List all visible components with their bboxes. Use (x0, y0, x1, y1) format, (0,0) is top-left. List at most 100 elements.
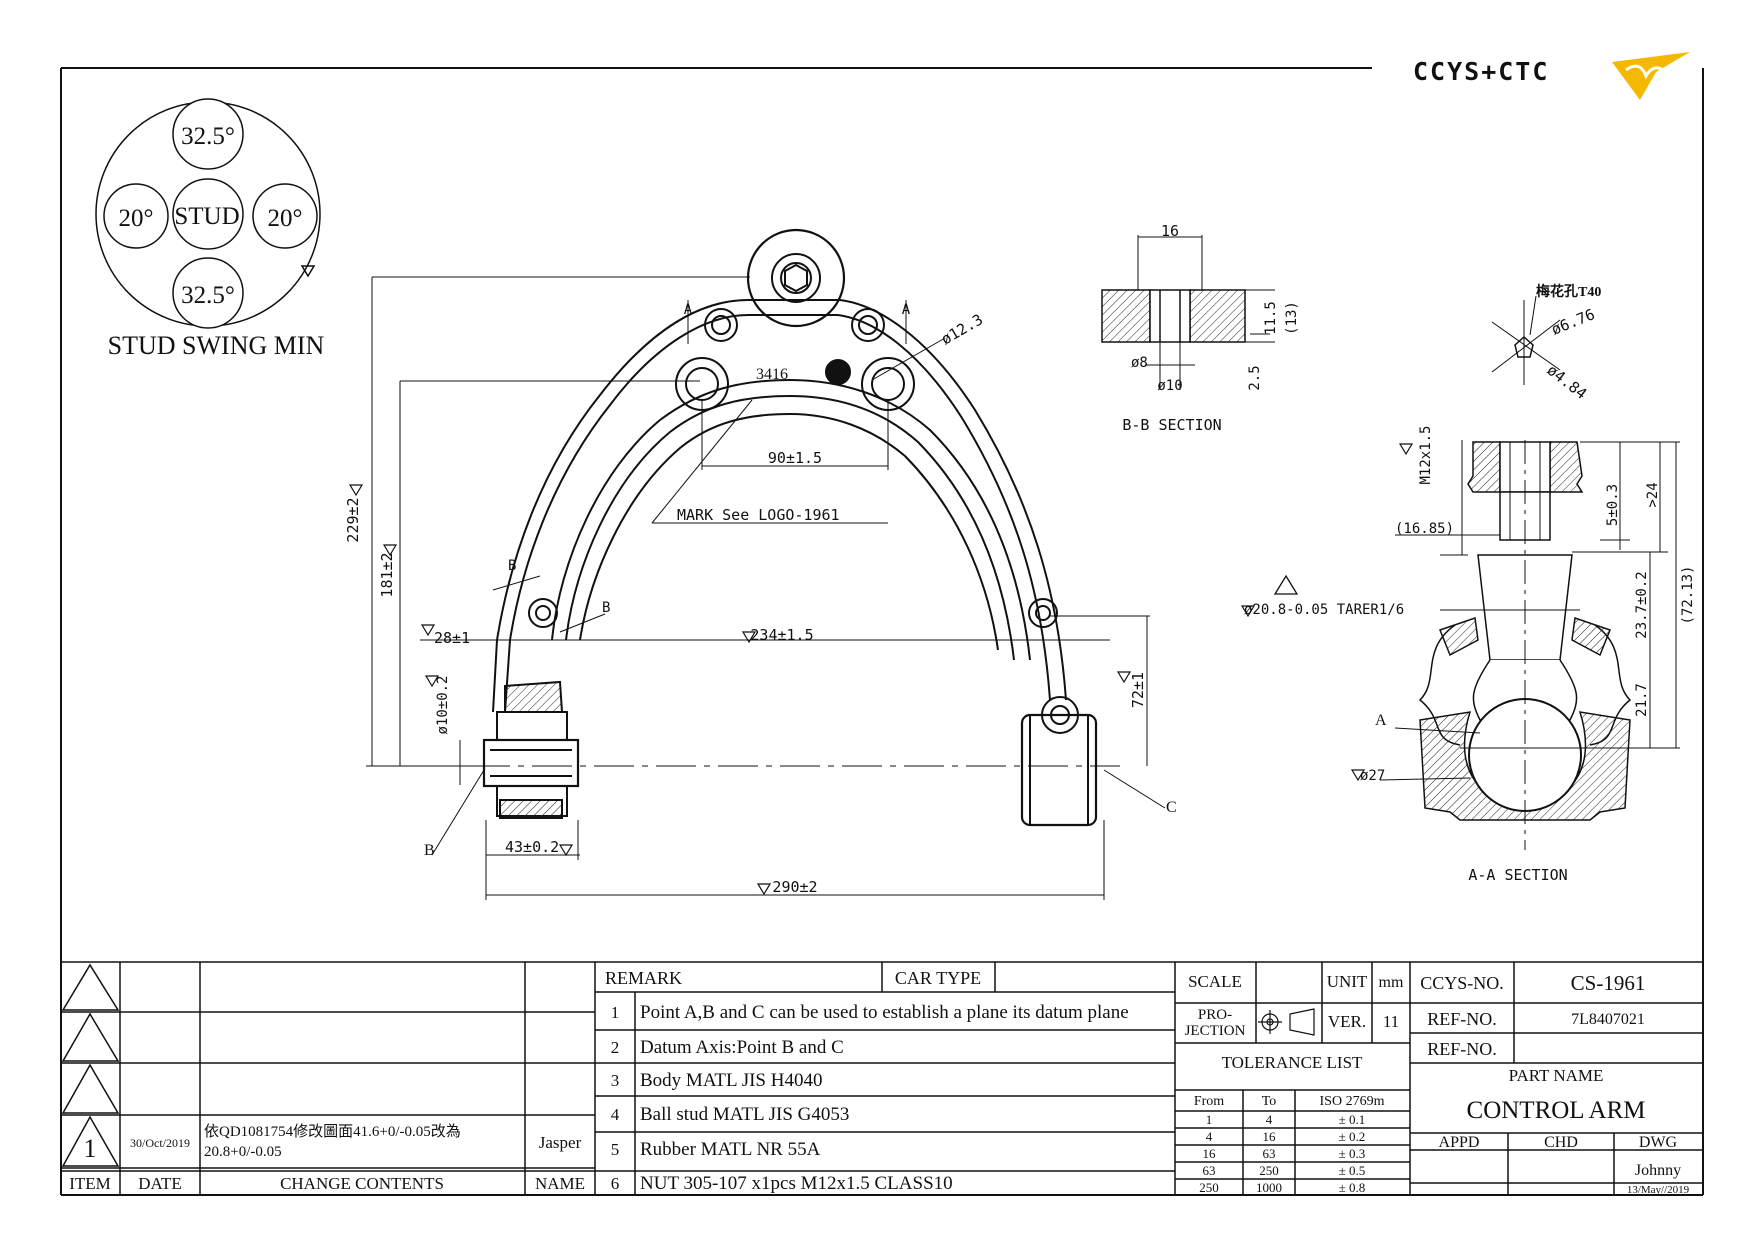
dim-28: 28±1 (434, 629, 470, 647)
aa-dim-24: >24 (1645, 482, 1661, 507)
bb-dim-16: 16 (1161, 222, 1179, 240)
unit-value: mm (1379, 974, 1404, 991)
bb-section-view (1101, 235, 1275, 390)
revision-triangles (61, 963, 120, 1167)
remarks-table: REMARK CAR TYPE 1 Point A,B and C can be… (605, 968, 1129, 1194)
title-block-grid (61, 961, 1703, 1195)
ver-label: VER. (1328, 1012, 1366, 1031)
remark-text: NUT 305-107 x1pcs M12x1.5 CLASS10 (640, 1173, 953, 1194)
bb-section-title: B-B SECTION (1122, 416, 1221, 434)
section-a-right: A (902, 302, 911, 318)
datum-point-b: B (424, 842, 435, 859)
chd-label: CHD (1544, 1134, 1578, 1151)
tol-value: ± 0.2 (1339, 1129, 1366, 1144)
warning-triangle-icon (1273, 574, 1299, 595)
revision-date: 30/Oct/2019 (130, 1136, 190, 1150)
revision-change-line1: 依QD1081754修改圖面41.6+0/-0.05改為 (204, 1123, 461, 1140)
unit-label: UNIT (1327, 972, 1368, 991)
header-change-contents: CHANGE CONTENTS (280, 1174, 444, 1193)
projection-label-line2: JECTION (1185, 1023, 1246, 1039)
title-block-left: SCALE UNIT mm PRO- JECTION VER. 11 TOLER… (1185, 972, 1404, 1195)
datum-point-c: C (1166, 799, 1177, 816)
section-b-lower: B (602, 600, 610, 616)
aa-section-labels: M12x1.5 (16.85) 5±0.3 >24 23.7±0.2 (72.1… (1244, 425, 1696, 884)
aa-datum-a: A (1375, 712, 1387, 729)
header-name: NAME (535, 1174, 585, 1193)
tol-from: 16 (1203, 1146, 1217, 1161)
projection-label-line1: PRO- (1198, 1007, 1232, 1023)
header-date: DATE (138, 1174, 181, 1193)
stud-swing-title: STUD SWING MIN (108, 331, 325, 360)
part-name-label: PART NAME (1509, 1066, 1604, 1085)
tol-header-from: From (1194, 1094, 1224, 1109)
tol-to: 4 (1266, 1112, 1273, 1127)
remark-number: 4 (611, 1105, 620, 1124)
tol-to: 16 (1263, 1129, 1277, 1144)
tol-header-to: To (1262, 1094, 1277, 1109)
remark-text: Point A,B and C can be used to establish… (640, 1002, 1129, 1023)
torx-dim-4-84: ø4.84 (1544, 361, 1591, 403)
section-b-upper: B (508, 558, 516, 574)
tol-value: ± 0.5 (1339, 1163, 1366, 1178)
stud-swing-diagram: STUD 32.5° 32.5° 20° 20° STUD SWING MIN (95, 98, 325, 360)
mark-number: 3416 (756, 366, 788, 383)
remark-text: Body MATL JIS H4040 (640, 1070, 822, 1091)
dim-234: 234±1.5 (750, 626, 813, 644)
scale-label: SCALE (1188, 972, 1242, 991)
tolerance-title: TOLERANCE LIST (1222, 1053, 1363, 1072)
bb-dim-13: (13) (1284, 301, 1300, 335)
part-name: CONTROL ARM (1467, 1097, 1646, 1124)
revision-change-line2: 20.8+0/-0.05 (204, 1144, 282, 1160)
dim-181: 181±2 (378, 552, 396, 597)
bb-dim-d8: ø8 (1131, 355, 1148, 371)
remark-text: Ball stud MATL JIS G4053 (640, 1104, 849, 1125)
aa-dim-m12: M12x1.5 (1418, 425, 1434, 484)
aa-dim-taper: ø20.8-0.05 TARER1/6 (1244, 602, 1404, 618)
revision-name: Jasper (539, 1133, 582, 1152)
tol-value: ± 0.1 (1339, 1112, 1366, 1127)
mark-label: MARK See LOGO-1961 (677, 506, 840, 524)
stud-right-angle: 20° (268, 205, 303, 232)
stud-top-angle: 32.5° (181, 123, 235, 150)
remark-number: 3 (611, 1071, 620, 1090)
brand-logo: CCYS+CTC (1413, 52, 1690, 100)
sheet-frame (60, 67, 1704, 1196)
dim-43: 43±0.2 (505, 838, 559, 856)
tol-header-iso: ISO 2769m (1320, 1094, 1385, 1109)
tol-value: ± 0.8 (1339, 1180, 1366, 1195)
tol-value: ± 0.3 (1339, 1146, 1366, 1161)
bb-dim-2-5: 2.5 (1247, 365, 1263, 390)
remark-text: Rubber MATL NR 55A (640, 1139, 821, 1160)
dim-d12-3: ø12.3 (938, 310, 986, 348)
header-item: ITEM (69, 1174, 111, 1193)
dim-90: 90±1.5 (768, 449, 822, 467)
tol-from: 4 (1206, 1129, 1213, 1144)
aa-dim-5: 5±0.3 (1605, 484, 1621, 526)
dim-d10: ø10±0.2 (435, 675, 451, 734)
bb-section-labels: 16 11.5 (13) ø8 ø10 2.5 B-B SECTION (1122, 222, 1300, 434)
aa-section-view (1379, 440, 1680, 850)
dim-72: 72±1 (1129, 672, 1147, 708)
ref-no-label-2: REF-NO. (1427, 1039, 1497, 1059)
title-block-right: CCYS-NO. CS-1961 REF-NO. 7L8407021 REF-N… (1420, 971, 1689, 1196)
aa-dim-21-7: 21.7 (1634, 683, 1650, 717)
appd-label: APPD (1439, 1134, 1480, 1151)
revision-table: 1 30/Oct/2019 依QD1081754修改圖面41.6+0/-0.05… (69, 1123, 585, 1193)
datum-triangle-icon (300, 265, 316, 278)
dim-229: 229±2 (344, 497, 362, 542)
aa-dim-72-13: (72.13) (1680, 565, 1696, 624)
remark-number: 1 (611, 1003, 620, 1022)
bb-dim-11-5: 11.5 (1263, 301, 1279, 335)
tol-to: 250 (1259, 1163, 1279, 1178)
dwg-label: DWG (1639, 1134, 1678, 1151)
tol-from: 63 (1203, 1163, 1216, 1178)
torx-labels: 梅花孔T40 ø6.76 ø4.84 (1536, 283, 1601, 403)
tol-from: 1 (1206, 1112, 1213, 1127)
stud-label: STUD (174, 203, 239, 230)
revision-item: 1 (84, 1134, 97, 1163)
aa-dim-d27: ø27 (1360, 768, 1385, 784)
remark-number: 6 (611, 1174, 620, 1193)
torx-detail (1491, 295, 1561, 385)
datum-symbols (348, 443, 1414, 896)
